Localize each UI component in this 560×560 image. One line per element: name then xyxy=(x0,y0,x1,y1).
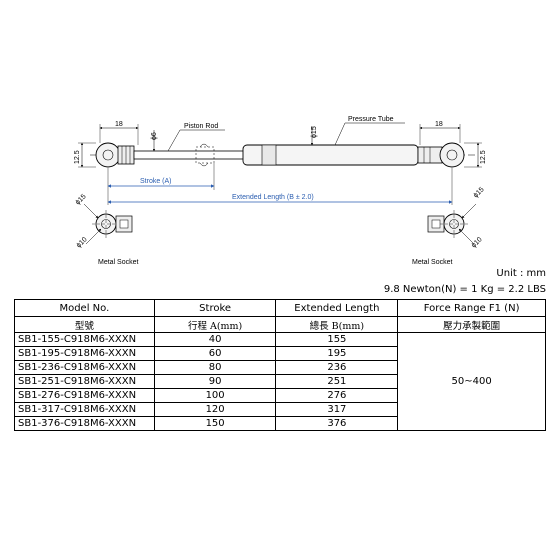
socket-dia10-left: ϕ10 xyxy=(75,236,88,249)
length-cell: 251 xyxy=(275,374,399,389)
dim-tube-diameter: ϕ15 xyxy=(311,126,318,138)
gas-spring-technical-drawing: 18 18 ϕ6 Piston Rod ϕ15 Pressure Tube 12… xyxy=(74,116,487,266)
dim-rod-diameter: ϕ6 xyxy=(151,132,158,140)
right-socket-end-view xyxy=(417,142,465,168)
dim-18-left: 18 xyxy=(115,121,123,128)
piston-rod xyxy=(133,150,245,160)
model-cell: SB1-155-C918M6-XXXN xyxy=(14,332,155,347)
length-cell: 276 xyxy=(275,388,399,403)
dim-12-5-left: 12.5 xyxy=(74,150,81,164)
table-row: SB1-376-C918M6-XXXN 150 376 xyxy=(14,416,546,431)
table-row: SB1-195-C918M6-XXXN 60 195 xyxy=(14,346,546,361)
header-extended-length-zh: 總長 B(mm) xyxy=(275,316,399,333)
table-row: SB1-317-C918M6-XXXN 120 317 xyxy=(14,402,546,417)
socket-dia10-right: ϕ10 xyxy=(470,236,483,249)
socket-dia15-left: ϕ15 xyxy=(74,193,87,206)
table-row: SB1-276-C918M6-XXXN 100 276 xyxy=(14,388,546,403)
model-cell: SB1-251-C918M6-XXXN xyxy=(14,374,155,389)
length-cell: 236 xyxy=(275,360,399,375)
header-force-range: Force Range F1 (N) xyxy=(397,299,546,317)
left-socket-end-view xyxy=(95,142,135,168)
stroke-cell: 150 xyxy=(153,416,277,431)
socket-dia15-right: ϕ15 xyxy=(472,186,485,199)
table-header-row: Model No. Stroke Extended Length Force R… xyxy=(14,299,546,317)
model-cell: SB1-195-C918M6-XXXN xyxy=(14,346,155,361)
stroke-cell: 90 xyxy=(153,374,277,389)
length-cell: 376 xyxy=(275,416,399,431)
table-header-row-zh: 型號 行程 A(mm) 總長 B(mm) 壓力承製範圍 xyxy=(14,316,546,333)
model-cell: SB1-317-C918M6-XXXN xyxy=(14,402,155,417)
stroke-cell: 40 xyxy=(153,332,277,347)
header-stroke-zh: 行程 A(mm) xyxy=(153,316,277,333)
length-cell: 195 xyxy=(275,346,399,361)
pressure-tube-label: Pressure Tube xyxy=(348,116,394,123)
extended-length-label: Extended Length (B ± 2.0) xyxy=(232,194,314,201)
length-cell: 155 xyxy=(275,332,399,347)
stroke-cell: 120 xyxy=(153,402,277,417)
stroke-cell: 100 xyxy=(153,388,277,403)
pressure-tube xyxy=(242,144,419,166)
metal-socket-left-label: Metal Socket xyxy=(98,259,139,266)
stroke-label: Stroke (A) xyxy=(140,178,172,185)
dim-18-right: 18 xyxy=(435,121,443,128)
table-row: SB1-236-C918M6-XXXN 80 236 xyxy=(14,360,546,375)
stroke-cell: 60 xyxy=(153,346,277,361)
piston-rod-label: Piston Rod xyxy=(184,123,218,130)
right-metal-socket-view xyxy=(427,203,477,245)
conversion-note: 9.8 Newton(N) = 1 Kg = 2.2 LBS xyxy=(383,284,546,295)
length-cell: 317 xyxy=(275,402,399,417)
header-model-zh: 型號 xyxy=(14,316,155,333)
dim-12-5-right: 12.5 xyxy=(480,150,487,164)
table-row: SB1-155-C918M6-XXXN 40 155 50~400 xyxy=(14,332,546,431)
model-cell: SB1-276-C918M6-XXXN xyxy=(14,388,155,403)
metal-socket-right-label: Metal Socket xyxy=(412,259,453,266)
header-extended-length: Extended Length xyxy=(275,299,399,317)
model-cell: SB1-376-C918M6-XXXN xyxy=(14,416,155,431)
left-metal-socket-view xyxy=(83,203,133,245)
spec-table: Model No. Stroke Extended Length Force R… xyxy=(14,299,546,431)
stroke-cell: 80 xyxy=(153,360,277,375)
model-cell: SB1-236-C918M6-XXXN xyxy=(14,360,155,375)
header-model: Model No. xyxy=(14,299,155,317)
force-range-cell: 50~400 xyxy=(397,332,546,431)
unit-note: Unit : mm xyxy=(496,268,546,279)
header-force-range-zh: 壓力承製範圍 xyxy=(397,316,546,333)
header-stroke: Stroke xyxy=(153,299,277,317)
